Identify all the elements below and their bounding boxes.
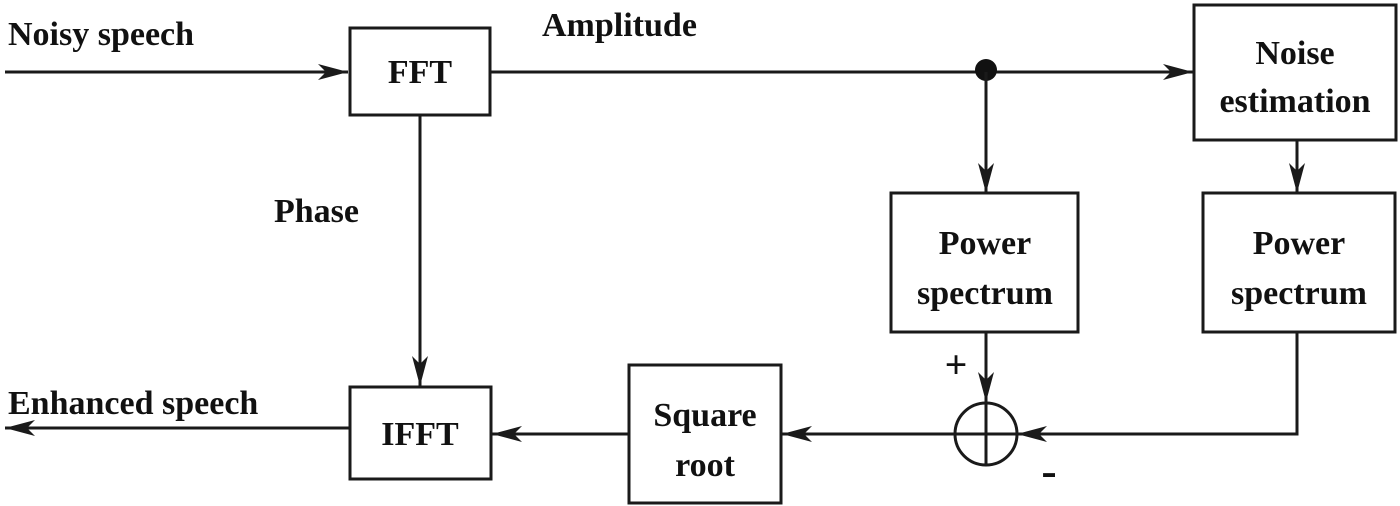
arrowhead-into-sum-right — [1017, 426, 1047, 442]
arrowhead-into-sum-top — [978, 372, 994, 402]
square-root-label-line1: Square — [653, 397, 756, 434]
arrowhead-into-ifft-phase — [412, 356, 428, 386]
power-spectrum-noise-label-line2: spectrum — [1231, 275, 1367, 312]
arrowhead-output — [5, 420, 35, 436]
output-label: Enhanced speech — [8, 385, 258, 422]
minus-sign: - — [1041, 445, 1056, 496]
noise-estimation-label-line2: estimation — [1219, 83, 1370, 120]
arrowhead-into-fft — [318, 64, 348, 80]
power-spectrum-noise-label-line1: Power — [1253, 225, 1346, 262]
noise-estimation-block: Noise estimation — [1192, 3, 1398, 142]
plus-sign: + — [945, 342, 968, 387]
arrowhead-into-power-spectrum-signal — [978, 163, 994, 193]
arrowhead-into-noise-estimation — [1163, 64, 1193, 80]
square-root-label-line2: root — [675, 447, 735, 484]
phase-label: Phase — [274, 193, 359, 230]
ifft-label: IFFT — [381, 416, 459, 453]
power-spectrum-signal-label-line2: spectrum — [917, 275, 1053, 312]
noise-power-to-sum-wire — [1017, 332, 1299, 436]
arrowhead-into-power-spectrum-noise — [1289, 163, 1305, 193]
noise-estimation-label-line1: Noise — [1255, 35, 1334, 72]
ifft-block: IFFT — [348, 385, 493, 481]
input-label: Noisy speech — [8, 16, 194, 53]
summing-junction — [953, 401, 1019, 467]
fft-label: FFT — [388, 54, 453, 91]
amplitude-label: Amplitude — [542, 7, 697, 44]
power-spectrum-noise-block: Power spectrum — [1201, 191, 1397, 334]
junction-dot — [975, 59, 997, 81]
fft-block: FFT — [348, 26, 492, 117]
power-spectrum-signal-block: Power spectrum — [889, 191, 1080, 334]
arrowhead-into-ifft — [492, 426, 522, 442]
square-root-block: Square root — [627, 363, 783, 505]
arrowhead-into-square-root — [782, 426, 812, 442]
power-spectrum-signal-label-line1: Power — [939, 225, 1032, 262]
